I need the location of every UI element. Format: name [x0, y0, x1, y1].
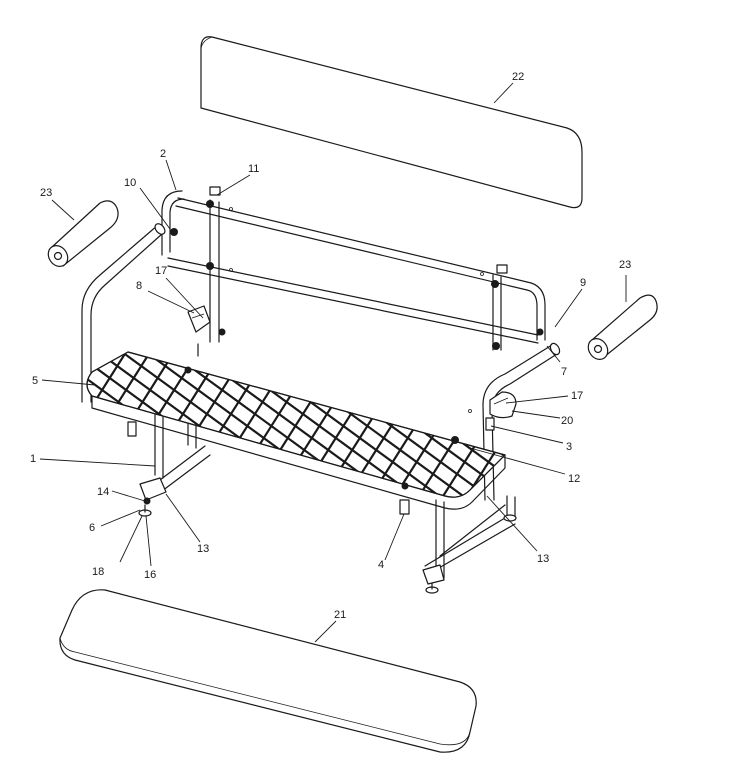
grip-roller-left: [47, 200, 119, 267]
leader-12: [469, 447, 566, 475]
callout-17-left: 17: [155, 265, 167, 277]
leader-13a: [165, 493, 201, 543]
callout-13-left: 13: [197, 543, 209, 555]
leader-6: [100, 509, 141, 527]
callout-18: 18: [92, 566, 104, 578]
leader-9: [554, 288, 583, 328]
leader-16: [145, 515, 152, 567]
callout-9: 9: [580, 277, 586, 289]
callout-6: 6: [89, 522, 95, 534]
seat-cushion: [59, 589, 477, 753]
callout-17-right: 17: [571, 390, 583, 402]
leader-1: [39, 458, 156, 467]
base-frame: [127, 399, 517, 594]
leader-17a: [165, 277, 204, 319]
seat-back-cushion: [200, 36, 583, 209]
leader-17b: [505, 395, 569, 404]
cup-holder-right: [489, 391, 517, 419]
callout-11: 11: [248, 163, 259, 175]
leader-4: [384, 513, 405, 561]
leader-2: [165, 159, 177, 191]
callout-21: 21: [334, 609, 346, 621]
callout-3: 3: [566, 441, 572, 453]
leader-11: [216, 174, 251, 196]
leader-8: [147, 290, 195, 314]
callout-5: 5: [32, 375, 38, 387]
leader-23a: [51, 199, 75, 221]
leader-20: [511, 410, 561, 419]
bracket-plate-left: [187, 305, 211, 333]
callout-12: 12: [568, 473, 580, 485]
callout-4: 4: [378, 559, 384, 571]
callout-14: 14: [97, 486, 109, 498]
callout-10: 10: [124, 177, 136, 189]
leader-21: [314, 620, 337, 643]
callout-7: 7: [561, 366, 567, 378]
callout-13-right: 13: [537, 553, 549, 565]
armrest-tube-left: [81, 223, 166, 403]
leader-13b: [486, 495, 538, 552]
leader-18: [119, 515, 143, 563]
callout-20: 20: [561, 415, 573, 427]
armrest-tube-right: [482, 342, 561, 501]
back-frame: [161, 186, 546, 413]
leader-22: [493, 82, 514, 104]
leader-14: [111, 490, 146, 502]
callout-22: 22: [512, 71, 524, 83]
grip-roller-right: [587, 294, 658, 360]
callout-labels: 22 2 11 10 23 17 8 5 9 23 7 17 20 3 12 1…: [30, 71, 631, 621]
callout-8: 8: [136, 280, 142, 292]
leader-lines: [39, 82, 627, 643]
leader-7: [546, 345, 561, 363]
callout-2: 2: [160, 148, 166, 160]
leader-10: [139, 187, 171, 230]
callout-23-left: 23: [40, 187, 52, 199]
leader-5: [41, 379, 96, 386]
mesh-seat-platform: [86, 343, 506, 510]
callout-16: 16: [144, 569, 156, 581]
leader-3: [490, 425, 564, 444]
callout-23-right: 23: [619, 259, 631, 271]
callout-1: 1: [30, 453, 36, 465]
